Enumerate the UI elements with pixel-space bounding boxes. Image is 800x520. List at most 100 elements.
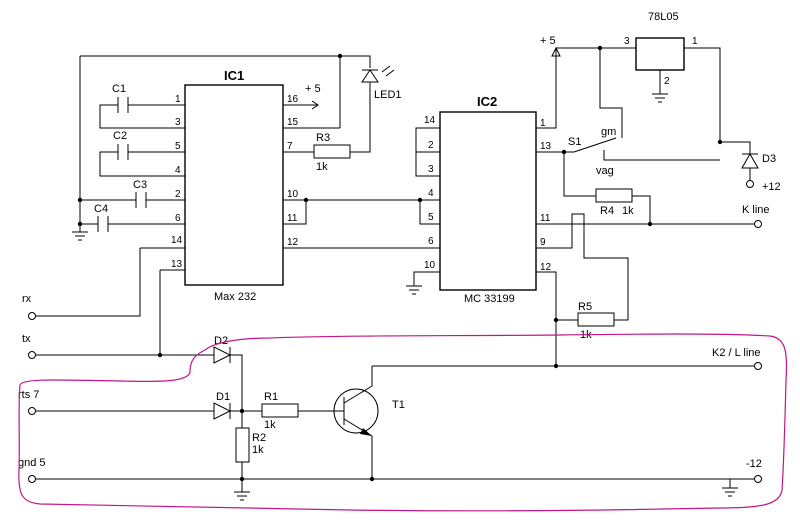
ic2-pin-1: 1 bbox=[540, 118, 546, 129]
ic1-title: IC1 bbox=[224, 68, 244, 83]
ic1-part-label: Max 232 bbox=[214, 291, 256, 303]
rx-wire bbox=[36, 248, 141, 317]
r4-loop bbox=[563, 152, 651, 224]
r1-symbol bbox=[261, 403, 299, 418]
rts-terminal[interactable] bbox=[28, 407, 36, 415]
d1-label: D1 bbox=[216, 391, 230, 403]
c1-label: C1 bbox=[112, 83, 126, 95]
gnd-label: gnd 5 bbox=[18, 457, 46, 469]
ic1-pin-10: 10 bbox=[287, 189, 299, 200]
ic2-body bbox=[439, 111, 537, 291]
r2-symbol bbox=[235, 427, 250, 463]
minus12-label: -12 bbox=[746, 458, 762, 470]
d3-wire bbox=[720, 141, 751, 154]
ic2-part-label: MC 33199 bbox=[464, 293, 515, 305]
c1-wiring bbox=[99, 104, 160, 129]
ic2-pin-13: 13 bbox=[540, 141, 552, 152]
r1-value: 1k bbox=[264, 419, 276, 431]
ic2-pin-2: 2 bbox=[428, 140, 434, 151]
ic1-pin-16: 16 bbox=[287, 94, 299, 105]
t1-label: T1 bbox=[392, 399, 405, 411]
ic1-pin11-wire bbox=[283, 200, 307, 225]
ic2-pin9-wire bbox=[536, 213, 629, 321]
led1-label: LED1 bbox=[374, 89, 402, 101]
r5-symbol bbox=[577, 312, 615, 327]
junction-r4-kline bbox=[647, 221, 653, 227]
ic1-left-pin-stubs bbox=[140, 104, 185, 271]
junction-c4 bbox=[77, 221, 83, 227]
ic1-pin-2: 2 bbox=[175, 189, 181, 200]
minus12-ground bbox=[722, 479, 738, 497]
r3-symbol bbox=[313, 144, 351, 159]
ic2-pin-3: 3 bbox=[428, 164, 434, 175]
rx-label: rx bbox=[22, 293, 32, 305]
r2-label: R2 bbox=[252, 432, 266, 444]
t1-emitter-arrow bbox=[360, 428, 372, 436]
regulator-pin-in: 3 bbox=[624, 36, 630, 47]
ic2-pin-10: 10 bbox=[424, 260, 436, 271]
regulator-ground bbox=[652, 70, 668, 103]
ic2-title: IC2 bbox=[477, 94, 497, 109]
ic1-pin-7: 7 bbox=[287, 141, 293, 152]
k2-terminal[interactable] bbox=[754, 362, 762, 370]
ic2-pin-9: 9 bbox=[540, 237, 546, 248]
d2-symbol bbox=[213, 346, 232, 364]
junction-c3 bbox=[77, 197, 83, 203]
r2-value: 1k bbox=[252, 444, 264, 456]
d1-symbol bbox=[213, 402, 232, 420]
ic1-pin-4: 4 bbox=[175, 165, 181, 176]
r1-label: R1 bbox=[264, 391, 278, 403]
s1-blade bbox=[573, 137, 617, 153]
s1-supply-wire bbox=[599, 48, 623, 138]
plus12-terminal[interactable] bbox=[746, 180, 754, 188]
tx-terminal[interactable] bbox=[28, 351, 36, 359]
r4-value: 1k bbox=[622, 205, 634, 217]
k2-label: K2 / L line bbox=[712, 347, 761, 359]
ic1-pin-14: 14 bbox=[171, 235, 183, 246]
ic1-pin-3: 3 bbox=[175, 117, 181, 128]
gnd-terminal[interactable] bbox=[28, 475, 36, 483]
r5-label: R5 bbox=[578, 301, 592, 313]
ic2-pin1-supply bbox=[536, 48, 557, 129]
ic2-pin-14: 14 bbox=[424, 115, 436, 126]
plus5-arrow bbox=[551, 46, 561, 57]
junction-k2 bbox=[553, 363, 559, 369]
t1-collector bbox=[343, 366, 373, 404]
s1-gm-label: gm bbox=[601, 126, 616, 138]
t1-emitter bbox=[343, 418, 373, 479]
ic1-pin-5: 5 bbox=[175, 141, 181, 152]
r3-label: R3 bbox=[316, 132, 330, 144]
junction-r4-s1 bbox=[561, 149, 567, 155]
ic2-pin10-ground bbox=[406, 271, 440, 295]
ic1-pin-15: 15 bbox=[287, 117, 299, 128]
d3-symbol bbox=[741, 152, 759, 169]
regulator-output bbox=[684, 47, 721, 142]
regulator-pin-gnd: 2 bbox=[664, 76, 670, 87]
kline-terminal[interactable] bbox=[754, 220, 762, 228]
led1-to-r3 bbox=[350, 82, 371, 153]
ic1-body bbox=[184, 84, 284, 286]
junction-emitter bbox=[369, 476, 375, 482]
led1-light-arrows bbox=[381, 65, 395, 77]
d2-wire bbox=[160, 354, 243, 411]
s1-vag-contact bbox=[603, 150, 720, 161]
rx-terminal[interactable] bbox=[28, 312, 36, 320]
led1-symbol bbox=[361, 69, 379, 83]
ic2-pin-6: 6 bbox=[428, 236, 434, 247]
r2-ground bbox=[234, 491, 250, 501]
minus12-terminal[interactable] bbox=[754, 475, 762, 483]
r3-value: 1k bbox=[316, 161, 328, 173]
tx-label: tx bbox=[22, 333, 31, 345]
ic1-ground-symbol bbox=[72, 231, 88, 241]
c1-symbol bbox=[117, 97, 129, 113]
ic2-pin14-2-3-bridge bbox=[415, 127, 440, 177]
ic2-pin-12: 12 bbox=[540, 262, 552, 273]
s1-vag-label: vag bbox=[596, 165, 614, 177]
ic1-pin-6: 6 bbox=[175, 213, 181, 224]
junction-pin15 bbox=[337, 53, 343, 59]
ic1-plus5-label: + 5 bbox=[305, 83, 321, 95]
regulator-body bbox=[635, 37, 685, 71]
c4-label: C4 bbox=[94, 203, 108, 215]
ic2-pin4-5-bridge bbox=[419, 200, 440, 225]
